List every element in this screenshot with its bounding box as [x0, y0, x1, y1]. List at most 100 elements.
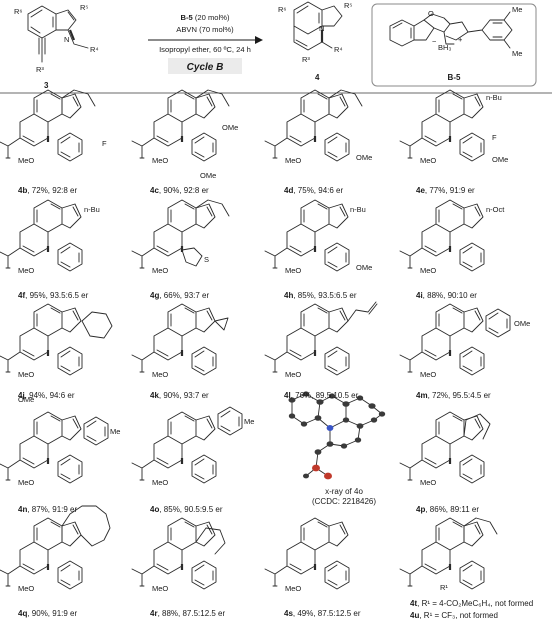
- xray-ccdc: (CCDC: 2218426): [312, 497, 376, 506]
- meo-label: MeO: [18, 370, 34, 379]
- entry-caption-4h: 4h, 85%, 93.5:6.5 er: [284, 291, 357, 300]
- entry-result: , 94%, 94:6 er: [25, 391, 75, 400]
- not-formed-4t: 4t, R¹ = 4-CO₂MeC₆H₄, not formed: [410, 599, 533, 608]
- structure-4e: n-Bu F OMe MeO: [399, 89, 508, 165]
- entry-result: , 66%, 93:7 er: [159, 291, 209, 300]
- structure-4k: MeO: [131, 303, 229, 379]
- meo-label: MeO: [420, 156, 436, 165]
- structure-4t-4u: R¹: [399, 517, 498, 592]
- entry-id: 4q: [18, 609, 27, 618]
- meo-label: MeO: [152, 266, 168, 275]
- entry-id: 4c: [150, 186, 159, 195]
- entry-id: 4g: [150, 291, 159, 300]
- meo-label: MeO: [152, 156, 168, 165]
- entry-id: 4l: [284, 391, 291, 400]
- structure-4p: MeO: [399, 411, 491, 487]
- entry-caption-4d: 4d, 75%, 94:6 er: [284, 186, 343, 195]
- entry-id: 4h: [284, 291, 293, 300]
- entry-caption-4l: 4l, 76%, 89.5:10.5 er: [284, 391, 359, 400]
- entry-caption-4i: 4i, 88%, 90:10 er: [416, 291, 477, 300]
- entry-id: 4u: [410, 611, 419, 620]
- entry-id: 4r: [150, 609, 158, 618]
- entry-caption-4n: 4n, 87%, 91:9 er: [18, 505, 77, 514]
- entry-result: , 77%, 91:9 er: [425, 186, 475, 195]
- catalyst-number: B-5: [448, 73, 461, 82]
- entry-caption-4s: 4s, 49%, 87.5:12.5 er: [284, 609, 361, 618]
- structure-4b: F MeO: [0, 89, 107, 165]
- structure-4q: MeO: [0, 505, 111, 593]
- r4-label-product: R⁴: [334, 45, 343, 54]
- substituent-ome: OMe: [18, 395, 34, 404]
- entry-captions: 4b, 72%, 92:8 er 4c, 90%, 92:8 er 4d, 75%,…: [18, 186, 491, 618]
- r6-label-product: R⁶: [278, 5, 287, 14]
- solvent-conditions: Isopropyl ether, 60 ºC, 24 h: [159, 45, 251, 54]
- meo-label: MeO: [285, 370, 301, 379]
- r4-label: R⁴: [90, 45, 99, 54]
- entry-id: 4o: [150, 505, 159, 514]
- initiator: ABVN (70 mol%): [176, 25, 234, 34]
- entry-id: 4s: [284, 609, 293, 618]
- substituent-f: F: [492, 133, 497, 142]
- entry-result: , 72%, 95.5:4.5 er: [428, 391, 491, 400]
- entry-id: 4t: [410, 599, 417, 608]
- substituent-ome: OMe: [492, 155, 508, 164]
- entry-result: , 72%, 92:8 er: [27, 186, 77, 195]
- entry-result: , 88%, 90:10 er: [423, 291, 478, 300]
- r5-label: R⁵: [80, 3, 89, 12]
- structure-4d: OMe MeO: [264, 89, 372, 165]
- entry-result: , 88%, 87.5:12.5 er: [158, 609, 226, 618]
- entry-caption-4o: 4o, 85%, 90.5:9.5 er: [150, 505, 223, 514]
- entry-id: 4b: [18, 186, 27, 195]
- entry-caption-4c: 4c, 90%, 92:8 er: [150, 186, 209, 195]
- catalyst-name: B-5: [181, 13, 194, 22]
- entry-caption-4q: 4q, 90%, 91:9 er: [18, 609, 77, 618]
- reactant-3: R⁶ R⁵ N R⁴ R³ 3: [14, 3, 99, 90]
- entry-id: 4d: [284, 186, 293, 195]
- entry-result: , 75%, 94:6 er: [293, 186, 343, 195]
- meo-label: MeO: [420, 370, 436, 379]
- entry-id: 4p: [416, 505, 425, 514]
- entry-id: 4n: [18, 505, 27, 514]
- xray-caption: x-ray of 4o: [325, 487, 363, 496]
- entry-caption-4k: 4k, 90%, 93:7 er: [150, 391, 209, 400]
- entry-caption-4j: 4j, 94%, 94:6 er: [18, 391, 75, 400]
- not-formed-captions: 4t, R¹ = 4-CO₂MeC₆H₄, not formed 4u, R¹ =…: [410, 599, 533, 620]
- entry-caption-4g: 4g, 66%, 93:7 er: [150, 291, 209, 300]
- entry-result: , R¹ = CF₃, not formed: [419, 611, 498, 620]
- plus-label: +: [458, 35, 463, 44]
- structure-4o: Me MeO: [131, 406, 254, 487]
- substituent-me: Me: [110, 427, 120, 436]
- entry-id: 4f: [18, 291, 25, 300]
- r3-label: R³: [36, 65, 44, 74]
- xray-structure-4o: x-ray of 4o (CCDC: 2218426): [288, 391, 386, 506]
- entry-id: 4m: [416, 391, 428, 400]
- me-label-bottom: Me: [512, 49, 522, 58]
- me-label-top: Me: [512, 5, 522, 14]
- meo-label: MeO: [18, 584, 34, 593]
- structure-4c: OMe OMe MeO: [131, 89, 238, 180]
- meo-label: MeO: [18, 156, 34, 165]
- structure-4r: MeO: [131, 517, 226, 593]
- meo-label: MeO: [420, 478, 436, 487]
- substituent-ome: OMe: [222, 123, 238, 132]
- substituent-nbu: n-Bu: [486, 93, 502, 102]
- r5-label-product: R⁵: [344, 1, 353, 10]
- substituent-nbu: n-Bu: [84, 205, 100, 214]
- n-label: N: [64, 35, 69, 44]
- entry-caption-4f: 4f, 95%, 93.5:6.5 er: [18, 291, 89, 300]
- entry-id: 4k: [150, 391, 159, 400]
- substituent-ome: OMe: [356, 263, 372, 272]
- structure-4i: n-Oct MeO: [399, 199, 505, 275]
- entry-result: , 49%, 87.5:12.5 er: [293, 609, 361, 618]
- entry-result: , 85%, 93.5:6.5 er: [293, 291, 356, 300]
- bh3-label: BH₃: [438, 43, 451, 52]
- product-number: 4: [315, 73, 320, 82]
- structure-4m: OMe MeO: [399, 303, 530, 379]
- substituent-ome: OMe: [356, 153, 372, 162]
- meo-label: MeO: [152, 370, 168, 379]
- entry-result: , 95%, 93.5:6.5 er: [25, 291, 88, 300]
- entry-result: , 90%, 91:9 er: [27, 609, 77, 618]
- substituent-noct: n-Oct: [486, 205, 505, 214]
- entry-result: , 85%, 90.5:9.5 er: [159, 505, 222, 514]
- entry-result: , 86%, 89:11 er: [425, 505, 479, 514]
